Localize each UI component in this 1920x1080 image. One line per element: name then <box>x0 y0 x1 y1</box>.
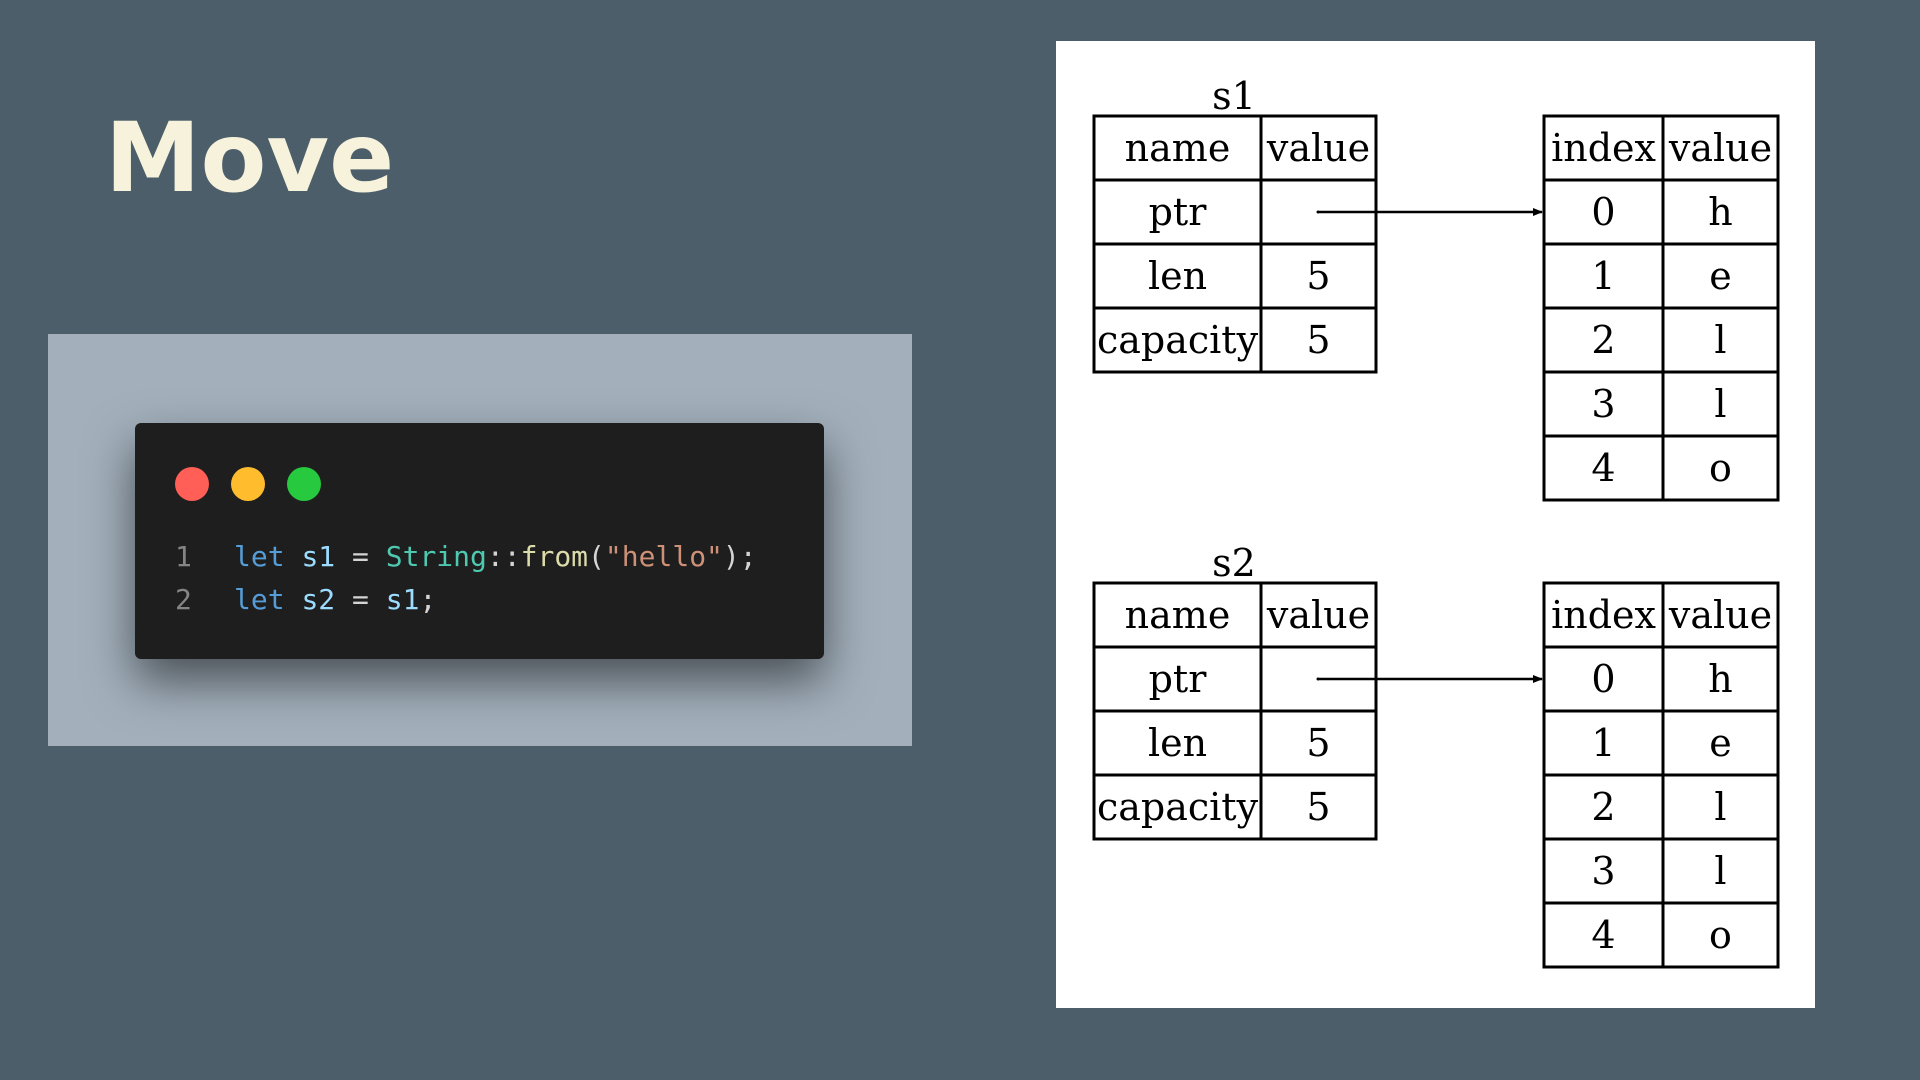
stack-cell: len <box>1148 721 1207 765</box>
stack-cell: capacity <box>1097 318 1259 362</box>
stack-cell: ptr <box>1149 657 1208 701</box>
code-token: s2 <box>301 583 336 616</box>
stack-cell: ptr <box>1149 190 1208 234</box>
heap-cell: 2 <box>1591 785 1615 829</box>
code-token: ); <box>722 540 757 573</box>
heap-cell: o <box>1709 913 1732 957</box>
heap-cell: 3 <box>1591 382 1615 426</box>
stack-cell: len <box>1148 254 1207 298</box>
code-token <box>285 540 302 573</box>
heap-cell: o <box>1709 446 1732 490</box>
heap-cell: h <box>1708 657 1732 701</box>
code-token: = <box>335 583 386 616</box>
code-token: "hello" <box>604 540 723 573</box>
heap-header-cell: value <box>1668 593 1772 637</box>
minimize-dot-icon <box>231 467 265 501</box>
code-token: :: <box>486 540 521 573</box>
code-token: String <box>385 540 487 573</box>
heap-cell: 1 <box>1591 721 1615 765</box>
memory-diagram: s1 name value ptr len 5 capacity 5 index value 0 h 1… <box>1056 41 1815 1008</box>
heap-cell: l <box>1714 849 1726 893</box>
code-line: 2 let s2 = s1; <box>175 580 436 620</box>
heap-cell: e <box>1709 721 1732 765</box>
code-token: let <box>234 583 285 616</box>
stack-header-cell: name <box>1125 593 1231 637</box>
heap-cell: 3 <box>1591 849 1615 893</box>
heap-cell: 1 <box>1591 254 1615 298</box>
stack-cell: 5 <box>1306 318 1330 362</box>
stack-header-cell: value <box>1266 593 1370 637</box>
heap-cell: l <box>1714 785 1726 829</box>
code-line: 1 let s1 = String::from("hello"); <box>175 537 757 577</box>
heap-cell: l <box>1714 318 1726 362</box>
heap-header-cell: value <box>1668 126 1772 170</box>
code-token <box>285 583 302 616</box>
heap-cell: e <box>1709 254 1732 298</box>
stack-cell: 5 <box>1306 785 1330 829</box>
heap-cell: l <box>1714 382 1726 426</box>
stack-header-cell: value <box>1266 126 1370 170</box>
stack-cell: capacity <box>1097 785 1259 829</box>
heap-cell: 0 <box>1591 190 1615 234</box>
heap-cell: 4 <box>1591 913 1615 957</box>
memory-diagram-svg: s1 name value ptr len 5 capacity 5 index value 0 h 1… <box>1092 74 1780 969</box>
heap-cell: 0 <box>1591 657 1615 701</box>
code-token: ( <box>588 540 605 573</box>
code-token: = <box>335 540 386 573</box>
heap-header-cell: index <box>1551 126 1656 170</box>
heap-cell: h <box>1708 190 1732 234</box>
code-token: let <box>234 540 285 573</box>
maximize-dot-icon <box>287 467 321 501</box>
stack-cell: 5 <box>1306 254 1330 298</box>
code-token: from <box>520 540 589 573</box>
variable-label: s2 <box>1212 541 1256 585</box>
heap-cell: 2 <box>1591 318 1615 362</box>
code-token: s1 <box>385 583 420 616</box>
code-token: ; <box>419 583 437 616</box>
stack-header-cell: name <box>1125 126 1231 170</box>
line-number: 1 <box>175 540 192 573</box>
code-token: s1 <box>301 540 336 573</box>
heap-cell: 4 <box>1591 446 1615 490</box>
heap-header-cell: index <box>1551 593 1656 637</box>
close-dot-icon <box>175 467 209 501</box>
line-number: 2 <box>175 583 192 616</box>
slide-title: Move <box>105 102 395 214</box>
stack-cell: 5 <box>1306 721 1330 765</box>
variable-label: s1 <box>1212 74 1256 118</box>
